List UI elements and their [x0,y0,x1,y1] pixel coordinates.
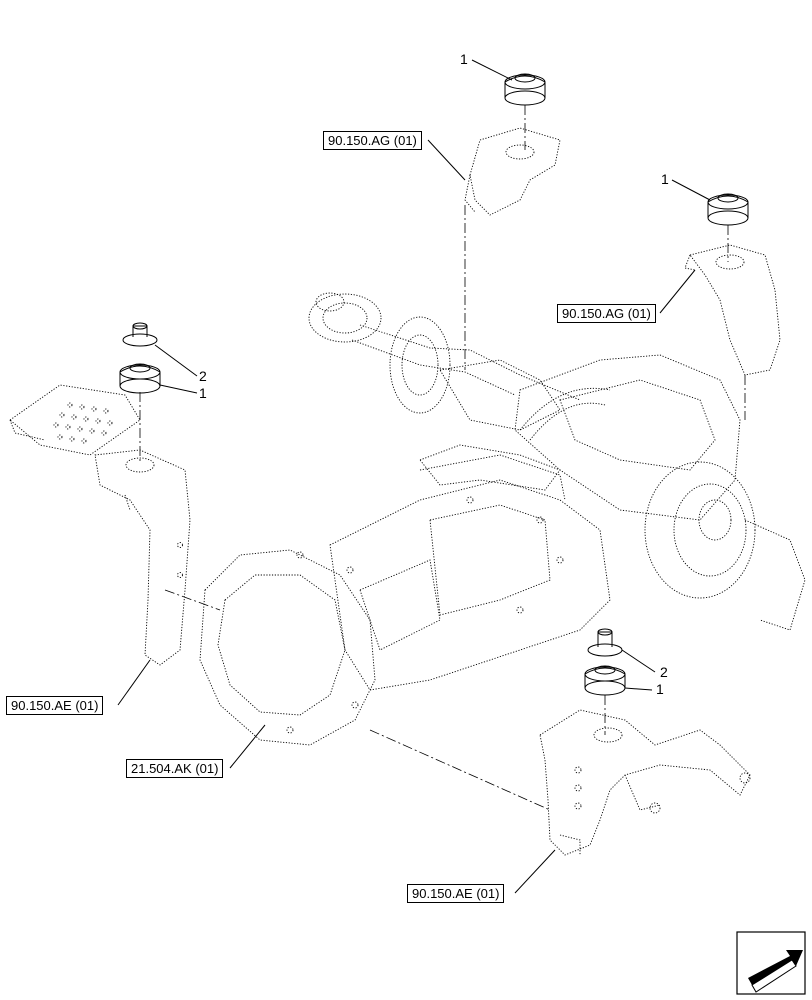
ref-label-90-150-ae-left[interactable]: 90.150.AE (01) [6,696,104,715]
upper-mount-bracket [464,127,561,216]
callout-2-left-washer: 2 [199,368,207,384]
arrow-navigation-icon [736,931,806,995]
step-plate-holes [53,402,113,444]
callout-1-left-mount: 1 [199,385,207,401]
callout-1-bottom-mount: 1 [656,681,664,697]
left-front-bracket [9,384,191,666]
ref-label-21-504-ak[interactable]: 21.504.AK (01) [126,759,224,778]
rubber-mount-bottom [584,665,626,696]
transmission-gearbox [199,444,611,746]
right-rear-bracket [539,709,751,856]
callout-1-top-mount: 1 [460,51,468,67]
rear-axle-housing [308,292,806,631]
ref-label-90-150-ag-top[interactable]: 90.150.AG (01) [323,131,422,150]
right-mount-bracket [684,244,781,376]
washer-bottom [587,628,623,657]
assembly-center-lines [139,105,746,811]
callout-2-bottom-washer: 2 [660,664,668,680]
ref-label-90-150-ag-right[interactable]: 90.150.AG (01) [557,304,656,323]
ref-label-90-150-ae-bottom[interactable]: 90.150.AE (01) [407,884,505,903]
leader-lines [117,59,711,894]
rubber-mount-left [119,363,161,394]
rubber-mount-right [707,193,749,226]
callout-1-right-mount: 1 [661,171,669,187]
rubber-mount-top [504,73,546,106]
washer-left [122,322,158,347]
